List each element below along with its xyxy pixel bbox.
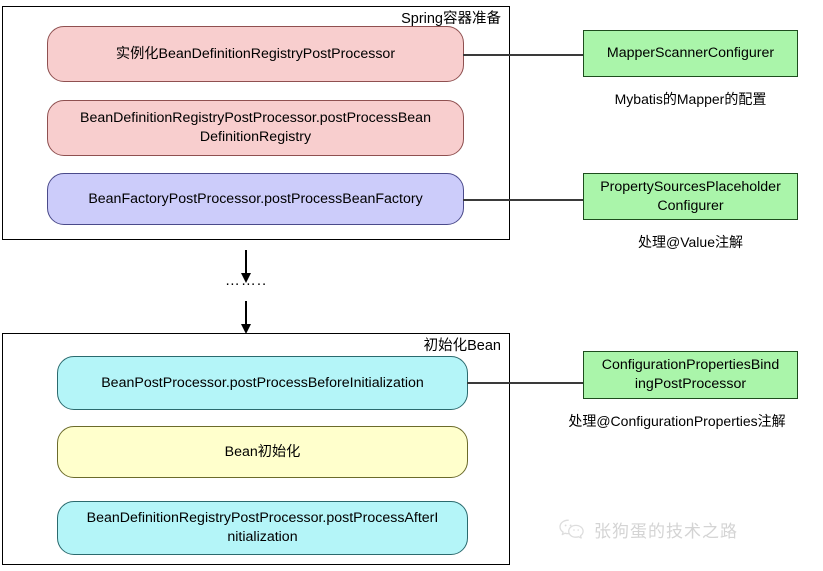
caption-mapper-scanner-configurer: Mybatis的Mapper的配置	[614, 91, 767, 107]
caption-configuration-properties-binding-post-processor: 处理@ConfigurationProperties注解	[568, 413, 786, 429]
stage-bean-initialization[interactable]: Bean初始化	[57, 426, 468, 478]
stage-post-process-bean-factory[interactable]: BeanFactoryPostProcessor.postProcessBean…	[47, 173, 464, 225]
flow-ellipsis: ……..	[224, 272, 268, 289]
stage-instantiate-bean-definition-registry-post-processor[interactable]: 实例化BeanDefinitionRegistryPostProcessor	[47, 26, 464, 82]
watermark: 张狗蛋的技术之路	[558, 518, 738, 546]
stage-post-process-before-initialization[interactable]: BeanPostProcessor.postProcessBeforeIniti…	[57, 356, 468, 410]
stage-post-process-bean-definition-registry[interactable]: BeanDefinitionRegistryPostProcessor.post…	[47, 100, 464, 156]
note-mapper-scanner-configurer[interactable]: MapperScannerConfigurer	[583, 30, 798, 77]
note-configuration-properties-binding-post-processor[interactable]: ConfigurationPropertiesBind ingPostProce…	[583, 351, 798, 399]
wechat-icon	[558, 518, 586, 546]
group-title-spring-container-preparation: Spring容器准备	[401, 11, 501, 27]
stage-post-process-after-initialization[interactable]: BeanDefinitionRegistryPostProcessor.post…	[57, 501, 468, 555]
down-arrow-icon-bottom	[241, 301, 251, 334]
connector-line-mapper-scanner	[463, 54, 584, 56]
connector-line-property-sources-placeholder	[463, 199, 584, 201]
note-property-sources-placeholder-configurer[interactable]: PropertySourcesPlaceholder Configurer	[583, 173, 798, 220]
connector-line-configuration-properties-binding	[467, 382, 584, 384]
watermark-text: 张狗蛋的技术之路	[594, 522, 738, 541]
down-arrow-icon-top	[241, 250, 251, 283]
caption-property-sources-placeholder-configurer: 处理@Value注解	[638, 234, 743, 250]
group-title-initialize-bean: 初始化Bean	[423, 338, 501, 354]
